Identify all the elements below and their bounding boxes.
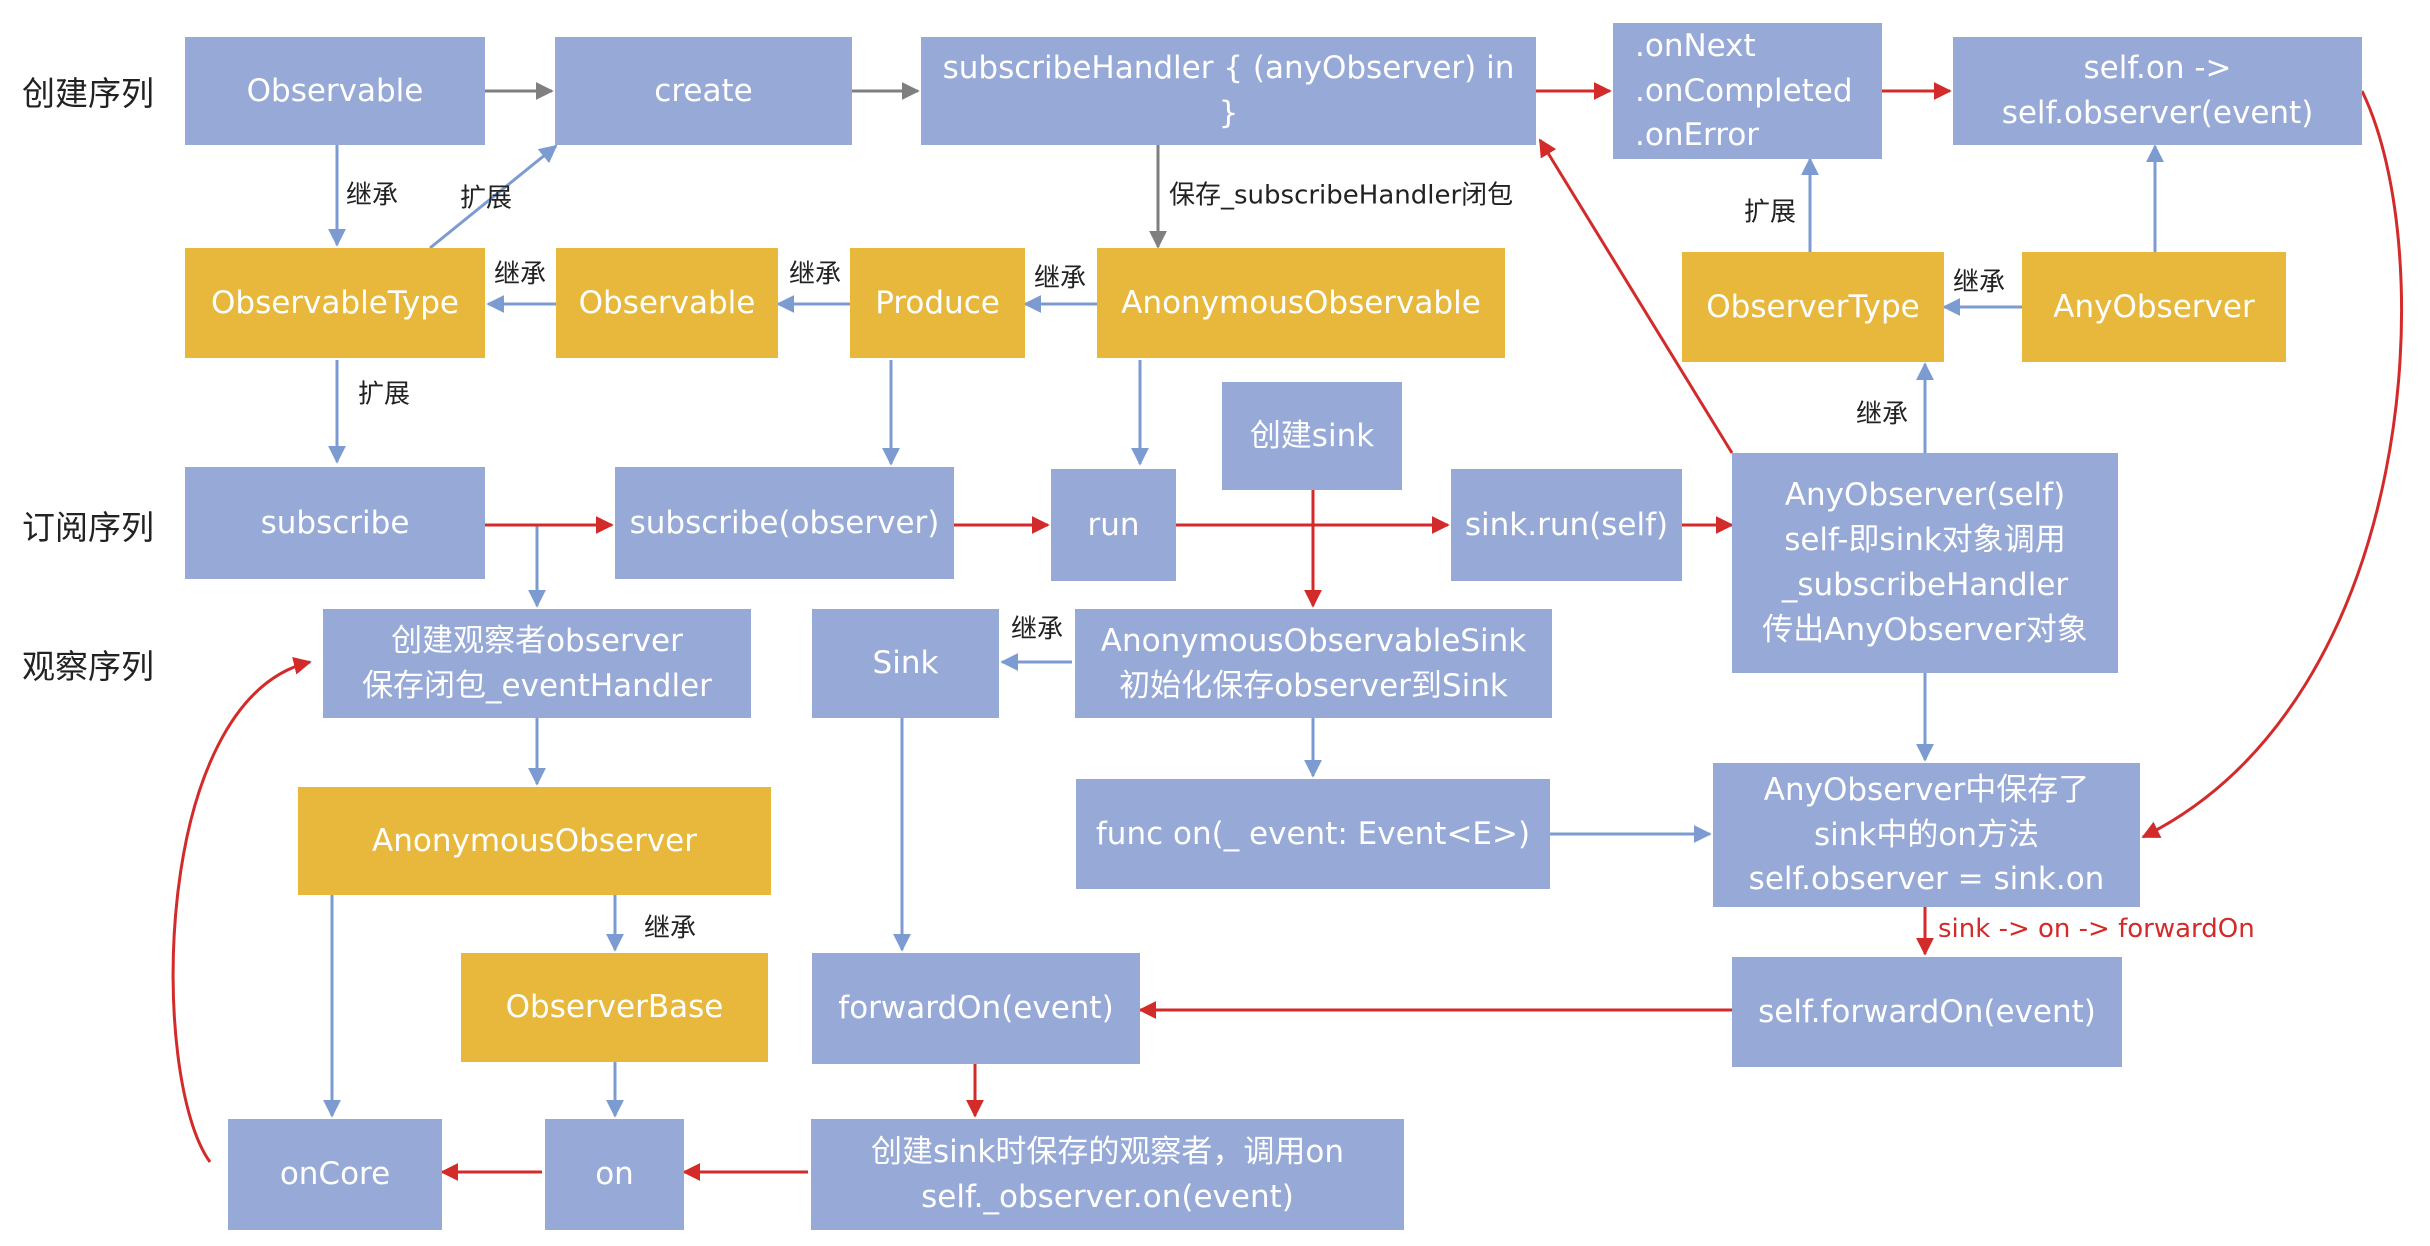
node-observer-base: ObserverBase (461, 953, 768, 1062)
node-self-forward-on: self.forwardOn(event) (1732, 957, 2122, 1067)
node-create: create (555, 37, 852, 145)
edge-label-save-closure: 保存_subscribeHandler闭包 (1169, 180, 1514, 211)
node-call-on: 创建sink时保存的观察者，调用on self._observer.on(eve… (811, 1119, 1404, 1230)
edge-label-inherit-observable: 继承 (345, 180, 399, 211)
node-on: on (545, 1119, 684, 1230)
edge-label-extend-create: 扩展 (459, 183, 513, 214)
edge-label-inherit-produce: 继承 (788, 259, 842, 290)
node-observer-type: ObserverType (1682, 252, 1944, 362)
node-observable-type: ObservableType (185, 248, 485, 358)
node-observable-class: Observable (556, 248, 778, 358)
node-subscribe: subscribe (185, 467, 485, 579)
node-anonymous-observable: AnonymousObservable (1097, 248, 1505, 358)
edge-label-sink-on-forward: sink -> on -> forwardOn (1938, 914, 2255, 944)
node-self-on: self.on -> self.observer(event) (1953, 37, 2362, 145)
edge-label-inherit-any-observer: 继承 (1952, 267, 2006, 298)
edge-label-inherit-sink: 继承 (1010, 614, 1064, 645)
row-label-observe: 观察序列 (22, 647, 154, 686)
node-subscribe-observer: subscribe(observer) (615, 467, 954, 579)
node-subscribe-handler: subscribeHandler { (anyObserver) in } (921, 37, 1536, 145)
node-anonymous-observable-sink: AnonymousObservableSink 初始化保存observer到Si… (1075, 609, 1552, 718)
node-on-events: .onNext .onCompleted .onError (1613, 23, 1882, 159)
edge-label-inherit-observable-type: 继承 (493, 259, 547, 290)
arrow-selfon-to-anyobserversaved (2141, 90, 2404, 839)
arrow-anyobserverself-to-subscribehandler (1538, 138, 1734, 454)
node-observable: Observable (185, 37, 485, 145)
node-any-observer: AnyObserver (2022, 252, 2286, 362)
arrow-observabletype-extend-create (429, 144, 558, 250)
node-any-observer-self: AnyObserver(self) self-即sink对象调用 _subscr… (1732, 453, 2118, 673)
row-label-subscribe: 订阅序列 (22, 508, 154, 547)
node-produce: Produce (850, 248, 1025, 358)
node-sink-run: sink.run(self) (1451, 469, 1682, 581)
node-create-observer: 创建观察者observer 保存闭包_eventHandler (323, 609, 751, 718)
edge-label-extend-observer-type: 扩展 (1743, 197, 1797, 228)
node-on-core: onCore (228, 1119, 442, 1230)
node-create-sink: 创建sink (1222, 382, 1402, 490)
edge-label-inherit-any-observer-self: 继承 (1855, 399, 1909, 430)
node-sink: Sink (812, 609, 999, 718)
row-label-create: 创建序列 (22, 74, 154, 113)
node-any-observer-saved: AnyObserver中保存了 sink中的on方法 self.observer… (1713, 763, 2140, 907)
node-forward-on: forwardOn(event) (812, 953, 1140, 1064)
edge-label-inherit-observer-base: 继承 (643, 913, 697, 944)
arrow-oncore-to-createobserver (171, 657, 312, 1163)
node-anonymous-observer: AnonymousObserver (298, 787, 771, 895)
edge-label-inherit-anonymous-observable: 继承 (1033, 263, 1087, 294)
node-run: run (1051, 469, 1176, 581)
edge-label-extend-subscribe: 扩展 (357, 379, 411, 410)
node-func-on: func on(_ event: Event<E>) (1076, 779, 1550, 889)
